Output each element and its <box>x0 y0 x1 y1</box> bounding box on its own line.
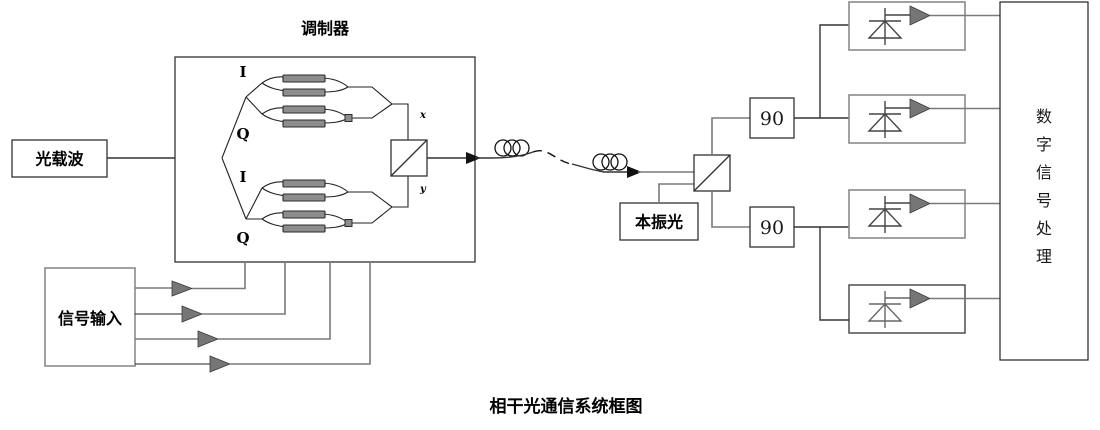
hybrid-lower-fanout <box>794 226 849 321</box>
drive-line-4 <box>135 262 371 373</box>
hybrid-90-upper-label: 90 <box>760 108 784 130</box>
fiber-coil-1 <box>491 139 534 159</box>
balanced-photodetector-3 <box>848 189 1000 239</box>
hybrid-90-lower: 90 <box>749 206 795 248</box>
optical-carrier-label: 光载波 <box>34 150 84 169</box>
dsp-char-2: 字 <box>1036 135 1052 154</box>
hybrid-90-upper: 90 <box>749 97 795 139</box>
pbs-output-upper-wire <box>711 117 750 155</box>
mz-upper-i <box>261 74 349 97</box>
upper-branch-splitter <box>245 82 263 115</box>
pbs-output-lower-wire <box>711 191 750 228</box>
signal-input-box: 信号输入 <box>44 267 136 367</box>
hybrid-upper-fanout <box>794 24 849 119</box>
drive-line-1 <box>135 262 246 297</box>
modulator-input-splitter <box>221 96 247 220</box>
fiber-coil-2 <box>571 153 642 178</box>
modulator-label-i-upper: I <box>239 63 246 81</box>
dsp-char-3: 信 <box>1036 163 1052 182</box>
lo-to-pbs-wire <box>658 183 694 203</box>
signal-input-label: 信号输入 <box>58 309 122 328</box>
upper-branch-combiner <box>348 86 409 140</box>
modulator-title: 调制器 <box>301 19 350 38</box>
dsp-char-4: 号 <box>1036 191 1052 210</box>
receiver-polarization-beam-splitter <box>693 154 731 192</box>
lower-branch-splitter <box>245 187 263 220</box>
polarization-beam-combiner-icon <box>390 139 481 177</box>
mz-upper-q <box>261 105 353 128</box>
modulator-pol-label-y: y <box>419 184 427 195</box>
balanced-photodetector-2 <box>848 94 1000 144</box>
optical-carrier-box: 光载波 <box>11 139 108 178</box>
digital-signal-processing-box: 数 字 信 号 处 理 <box>999 1 1089 361</box>
drive-line-3 <box>135 262 331 348</box>
lower-branch-combiner <box>348 176 409 224</box>
dsp-char-6: 理 <box>1036 247 1052 266</box>
figure-caption: 相干光通信系统框图 <box>490 396 643 417</box>
balanced-photodetector-1 <box>848 1 1000 51</box>
fiber-span-dashed <box>532 150 573 165</box>
drive-line-2 <box>135 262 286 323</box>
modulator-label-q-lower: Q <box>236 229 249 247</box>
modulator-label-q-upper: Q <box>236 125 249 143</box>
hybrid-90-lower-label: 90 <box>760 217 784 239</box>
modulator-pol-label-x: x <box>419 110 427 121</box>
local-oscillator-label: 本振光 <box>635 213 683 232</box>
local-oscillator-box: 本振光 <box>619 202 699 241</box>
balanced-photodetector-4 <box>848 284 1000 334</box>
dsp-char-1: 数 <box>1036 107 1052 126</box>
modulator-label-i-lower: I <box>239 168 246 186</box>
dsp-char-5: 处 <box>1036 219 1052 238</box>
mz-lower-q <box>261 210 353 233</box>
mz-lower-i <box>261 179 349 202</box>
